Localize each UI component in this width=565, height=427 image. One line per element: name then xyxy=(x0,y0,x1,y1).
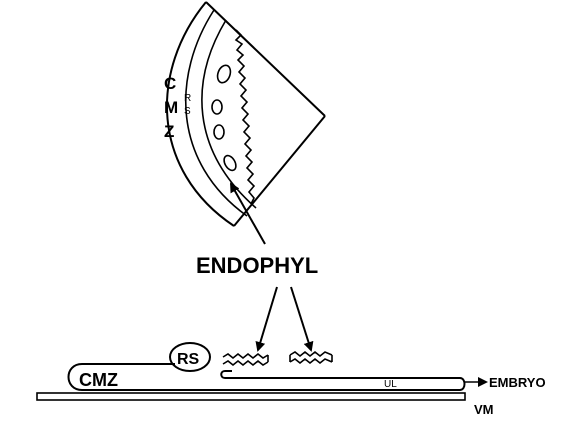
endophyl-label: ENDOPHYL xyxy=(196,253,318,278)
endophyl-wavy-boundary xyxy=(234,29,256,205)
rs-circle xyxy=(169,342,211,372)
cell-2 xyxy=(211,99,223,115)
wedge-top-edge xyxy=(205,1,326,117)
cell-3 xyxy=(213,124,225,140)
rs-side-label: RS xyxy=(177,351,200,368)
rs-letter-r: R xyxy=(184,93,191,104)
middle-arc xyxy=(184,9,248,217)
arrow-to-top-view xyxy=(230,182,266,245)
vm-label: VM xyxy=(474,402,494,417)
arrow-to-side-right xyxy=(290,286,314,352)
cmz-letter-c: C xyxy=(164,74,176,93)
side-view: CMZ RS UL EMBRYO VM xyxy=(36,342,546,417)
endophyl-strand-left xyxy=(222,352,269,367)
cmz-letter-z: Z xyxy=(164,122,174,141)
rs-letter-s: S xyxy=(184,106,191,117)
cmz-letter-m: M xyxy=(164,98,178,117)
top-view-wedge: C M Z R S xyxy=(164,1,326,227)
ul-label: UL xyxy=(384,379,397,390)
wedge-bottom-edge xyxy=(233,115,326,227)
cmz-side-label: CMZ xyxy=(79,370,118,390)
cmz-body xyxy=(67,363,466,391)
cell-4 xyxy=(223,154,237,172)
vm-membrane xyxy=(36,392,466,401)
embryo-label: EMBRYO xyxy=(489,375,546,390)
endophyl-strand-right xyxy=(289,350,333,365)
cell-1 xyxy=(216,64,232,84)
arrow-to-side-left xyxy=(255,286,278,352)
outer-arc xyxy=(165,1,235,227)
